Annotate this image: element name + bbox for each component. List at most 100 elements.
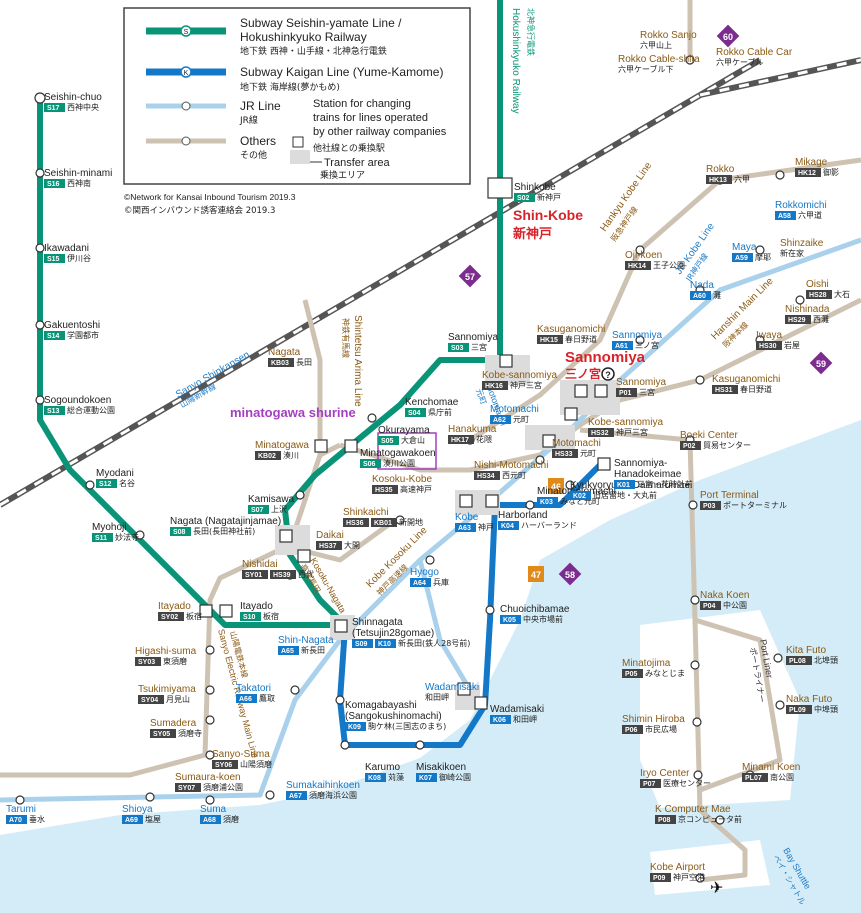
station-code-badge — [490, 415, 511, 424]
station-code: P07 — [643, 781, 656, 788]
station-name-jp: 垂水 — [29, 814, 45, 824]
station-name-jp: ハーバーランド — [521, 521, 577, 530]
station-code-badge — [786, 705, 812, 714]
station-name-jp: 名谷 — [119, 478, 135, 488]
station-code: K09 — [348, 724, 361, 731]
station-name-jp: 六甲山上 — [640, 40, 672, 50]
station-name: Sanyo-Suma — [212, 749, 270, 760]
legend-changing-1: Station for changing — [313, 98, 411, 110]
station-name: Wadamisaki — [425, 682, 479, 693]
station-name-jp: 須磨 — [223, 814, 239, 824]
station-code-badge — [170, 527, 191, 536]
station-name: Nishi-Motomachi — [474, 460, 548, 471]
station-code: SY06 — [215, 762, 232, 769]
station-name-jp: 六甲道 — [798, 210, 822, 220]
minatogawa-shurine-label: minatogawa shurine — [230, 405, 356, 420]
station-code-badge — [625, 261, 651, 270]
station-name-jp: 高速神戸 — [400, 484, 432, 494]
station-name: Misakikoen — [416, 762, 466, 773]
station-name-jp: みなと元町 — [560, 497, 600, 506]
station-code: SY01 — [245, 572, 262, 579]
shintetsu-arima-label: Shintetsu Arima Line — [352, 315, 363, 407]
station-code-badge — [278, 646, 299, 655]
station-code: HK17 — [451, 437, 469, 444]
station-code: S02 — [517, 195, 530, 202]
station-code: P03 — [703, 503, 716, 510]
station-name-jp: ポートターミナル — [723, 501, 787, 510]
station-name-jp: 新長田 — [301, 645, 325, 655]
station-code-badge — [514, 193, 535, 202]
station-name-jp: 須磨浦公園 — [203, 782, 243, 792]
station-name-jp: 和田岬 — [513, 715, 537, 724]
station-code: A65 — [281, 648, 294, 655]
station-name-jp: 中公園 — [723, 600, 747, 610]
station-code: S11 — [95, 535, 107, 542]
station-code-badge — [570, 491, 591, 500]
station-code-badge — [700, 601, 721, 610]
station-code-badge — [212, 760, 238, 769]
station-code-badge — [650, 873, 671, 882]
station-code-badge — [537, 497, 558, 506]
station-name-jp: 春日野道 — [565, 334, 597, 344]
station-name: K Computer Mae — [655, 804, 731, 815]
station-code-badge — [236, 694, 257, 703]
station-code-badge — [700, 501, 721, 510]
station-name: Itayado — [158, 601, 191, 612]
station-name: Ikawadani — [44, 243, 89, 254]
station-code-badge — [614, 480, 635, 489]
station-code-badge — [655, 815, 676, 824]
station-name: Kobe-sannomiya — [588, 417, 663, 428]
legend-seishin-name2: Hokushinkyuko Railway — [240, 30, 367, 44]
station-name: Maya — [732, 242, 757, 253]
station-name-jp: 南公園 — [770, 772, 794, 782]
legend-others-jp: その他 — [240, 149, 267, 161]
station-code-badge — [588, 428, 614, 437]
station-name: Naka Futo — [786, 694, 833, 705]
station-code-badge — [248, 505, 269, 514]
station-name: Nagata — [268, 347, 301, 358]
station-code: A62 — [493, 417, 506, 424]
station-code: K06 — [493, 717, 506, 724]
station-name-jp: 六甲ケーブル — [716, 57, 764, 67]
station-code: S09 — [355, 641, 368, 648]
station-code-badge — [498, 521, 519, 530]
hokushinkyuko-label: Hokushinkyuko Railway — [510, 8, 521, 114]
station-name-jp: 山陽須磨 — [240, 759, 272, 769]
station-name-jp: 六甲 — [734, 174, 750, 184]
station-code-badge — [345, 722, 366, 731]
station-code-badge — [742, 773, 768, 782]
station-name-jp: 県庁前 — [428, 407, 452, 417]
station-name-jp: 板宿 — [263, 611, 279, 621]
station-name-jp: 和田岬 — [425, 693, 449, 702]
station-code: SY05 — [153, 731, 170, 738]
station-name: Higashi-suma — [135, 646, 197, 657]
station-name: Kamisawa — [248, 494, 295, 505]
station-name: Nishidai — [242, 559, 278, 570]
station-name: Seishin-minami — [44, 168, 112, 179]
shintetsu-arima-jp: 神鉄有馬線 — [341, 318, 351, 358]
station-code: HS33 — [555, 451, 573, 458]
route-badge-46-icon — [548, 478, 564, 494]
station-code-badge — [410, 578, 431, 587]
station-code: S16 — [47, 181, 60, 188]
station-code: K02 — [573, 493, 586, 500]
station-name-jp: 神戸三宮 — [510, 380, 542, 390]
station-code: SY03 — [138, 659, 155, 666]
station-code: S04 — [408, 410, 421, 417]
